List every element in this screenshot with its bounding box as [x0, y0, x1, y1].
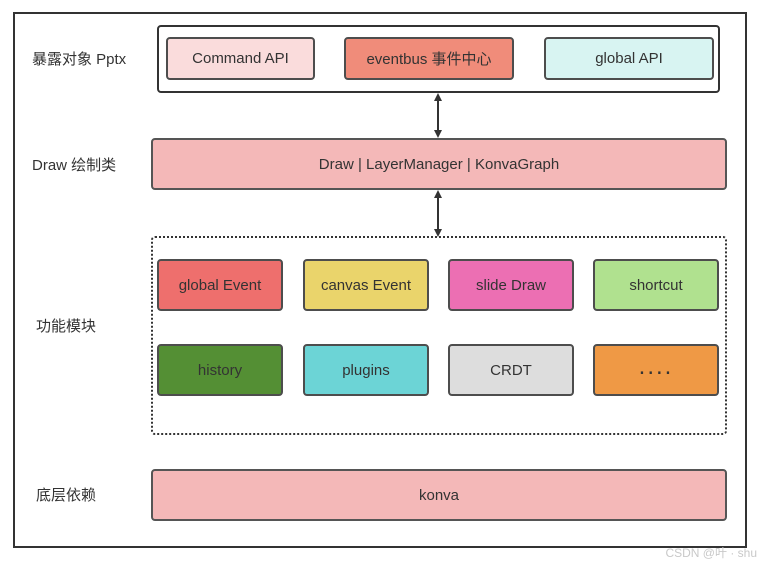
module-box-plugins[interactable]: plugins	[303, 344, 429, 396]
draw-box[interactable]: Draw | LayerManager | KonvaGraph	[151, 138, 727, 190]
api-box-eventbus[interactable]: eventbus 事件中心	[344, 37, 514, 80]
module-group	[151, 236, 727, 435]
module-box-more[interactable]: ....	[593, 344, 719, 396]
module-box-crdt[interactable]: CRDT	[448, 344, 574, 396]
row-label-deps: 底层依赖	[36, 487, 97, 504]
module-box-shortcut[interactable]: shortcut	[593, 259, 719, 311]
module-box-slide-draw[interactable]: slide Draw	[448, 259, 574, 311]
module-box-canvas-event[interactable]: canvas Event	[303, 259, 429, 311]
watermark: CSDN @叶 · shu	[665, 546, 757, 560]
module-box-history[interactable]: history	[157, 344, 283, 396]
deps-box[interactable]: konva	[151, 469, 727, 521]
api-box-global[interactable]: global API	[544, 37, 714, 80]
module-box-global-event[interactable]: global Event	[157, 259, 283, 311]
row-label-modules: 功能模块	[36, 318, 97, 335]
row-label-draw: Draw 绘制类	[32, 157, 117, 174]
api-group	[157, 25, 720, 93]
row-label-api: 暴露对象 Pptx	[32, 51, 127, 68]
api-box-command[interactable]: Command API	[166, 37, 315, 80]
